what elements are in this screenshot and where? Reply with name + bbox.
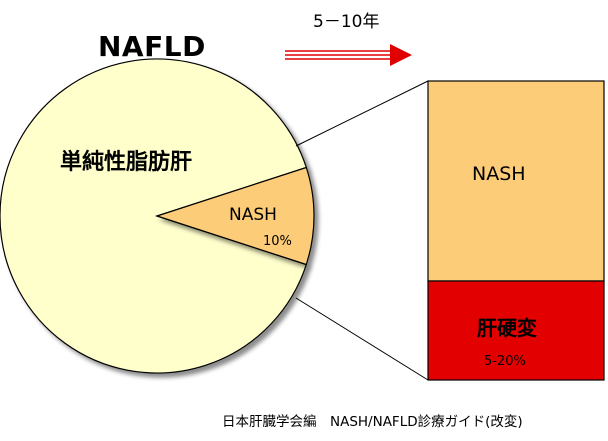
nash-box-label: NASH — [472, 163, 526, 185]
diagram-title: NAFLD — [98, 30, 206, 63]
cirrhosis-percent: 5-20% — [484, 354, 526, 369]
progression-period-label: 5－10年 — [313, 12, 380, 32]
simple-fatty-liver-label: 単純性脂肪肝 — [60, 150, 193, 175]
nash-slice-percent: 10% — [263, 234, 292, 249]
connector-line-bottom — [295, 297, 429, 381]
nash-box — [427, 80, 605, 282]
nash-slice-label: NASH — [229, 205, 277, 225]
cirrhosis-box — [427, 280, 605, 381]
nash-sector — [155, 166, 315, 266]
source-citation: 日本肝臓学会編 NASH/NAFLD診療ガイド(改変) — [222, 414, 523, 430]
connector-line-top — [295, 80, 429, 147]
simple-fatty-liver-sector — [0, 58, 308, 374]
progression-arrow — [285, 44, 412, 66]
cirrhosis-label: 肝硬変 — [477, 316, 537, 340]
